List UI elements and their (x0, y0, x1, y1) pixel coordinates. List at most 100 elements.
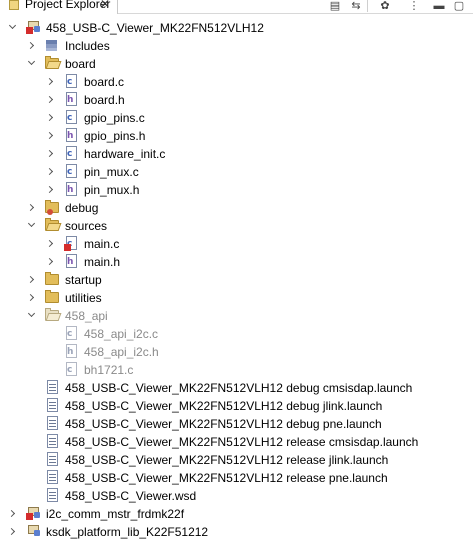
tree-item-startup[interactable]: startup (0, 271, 473, 289)
project-label: ksdk_platform_lib_K22F51212 (46, 525, 209, 539)
tree-item-file[interactable]: h pin_mux.h (0, 181, 473, 199)
tree-item-file[interactable]: c pin_mux.c (0, 163, 473, 181)
chevron-right-icon[interactable] (45, 113, 54, 122)
file-label: gpio_pins.h (84, 129, 146, 143)
launch-label: 458_USB-C_Viewer_MK22FN512VLH12 release … (65, 435, 419, 449)
utilities-label: utilities (65, 291, 102, 305)
project-explorer-header: Project Explorer ✕ ▤ ⇆ ✿ ⋮ ▬ ▢ (0, 0, 473, 14)
minimize-icon[interactable]: ▬ (433, 0, 445, 12)
tree-item-debug[interactable]: debug (0, 199, 473, 217)
folder-open-icon (45, 56, 62, 70)
library-icon (45, 38, 59, 52)
chevron-right-icon[interactable] (45, 185, 54, 194)
tree-item-launch[interactable]: 458_USB-C_Viewer_MK22FN512VLH12 debug jl… (0, 397, 473, 415)
folder-icon (45, 272, 59, 286)
h-file-icon: h (64, 254, 78, 268)
c-file-icon: c (64, 164, 78, 178)
filters-icon[interactable]: ✿ (380, 0, 390, 12)
file-icon (45, 488, 59, 502)
launch-file-icon (45, 398, 59, 412)
chevron-down-icon[interactable] (27, 309, 36, 318)
file-label: board.h (84, 93, 125, 107)
tree-item-file[interactable]: h 458_api_i2c.h (0, 343, 473, 361)
chevron-right-icon[interactable] (26, 275, 35, 284)
tree-item-project[interactable]: ksdk_platform_lib_K22F51212 (0, 523, 473, 541)
chevron-right-icon[interactable] (45, 239, 54, 248)
launch-label: 458_USB-C_Viewer_MK22FN512VLH12 debug cm… (65, 381, 413, 395)
tree-item-launch[interactable]: 458_USB-C_Viewer_MK22FN512VLH12 release … (0, 451, 473, 469)
maximize-icon[interactable]: ▢ (453, 0, 465, 12)
view-menu-icon[interactable]: ⋮ (408, 0, 420, 12)
chevron-right-icon[interactable] (45, 167, 54, 176)
close-icon[interactable]: ✕ (100, 0, 111, 11)
chevron-down-icon[interactable] (8, 21, 17, 30)
chevron-right-icon[interactable] (45, 95, 54, 104)
tab-label: Project Explorer (25, 0, 111, 11)
tree-item-launch[interactable]: 458_USB-C_Viewer_MK22FN512VLH12 release … (0, 433, 473, 451)
sources-label: sources (65, 219, 108, 233)
tree-item-file[interactable]: c hardware_init.c (0, 145, 473, 163)
file-label: bh1721.c (84, 363, 134, 377)
project-label: i2c_comm_mstr_frdmk22f (46, 507, 185, 521)
launch-label: 458_USB-C_Viewer_MK22FN512VLH12 release … (65, 453, 389, 467)
launch-file-icon (45, 470, 59, 484)
chevron-down-icon[interactable] (27, 219, 36, 228)
tree-item-board[interactable]: board (0, 55, 473, 73)
tree-item-file[interactable]: c 458_api_i2c.c (0, 325, 473, 343)
chevron-down-icon[interactable] (27, 57, 36, 66)
board-label: board (65, 57, 96, 71)
tree-item-utilities[interactable]: utilities (0, 289, 473, 307)
folder-open-icon (45, 308, 62, 322)
chevron-right-icon[interactable] (26, 293, 35, 302)
chevron-right-icon[interactable] (45, 131, 54, 140)
launch-file-icon (45, 380, 59, 394)
c-file-icon: c (64, 74, 78, 88)
tree-item-launch[interactable]: 458_USB-C_Viewer_MK22FN512VLH12 debug cm… (0, 379, 473, 397)
link-with-editor-icon[interactable]: ⇆ (351, 0, 361, 12)
chevron-right-icon[interactable] (7, 509, 16, 518)
debug-label: debug (65, 201, 99, 215)
project-label: 458_USB-C_Viewer_MK22FN512VLH12 (46, 21, 264, 35)
tree-item-launch[interactable]: 458_USB-C_Viewer_MK22FN512VLH12 release … (0, 469, 473, 487)
chevron-right-icon[interactable] (45, 149, 54, 158)
collapse-all-icon[interactable]: ▤ (329, 0, 341, 12)
launch-file-icon (45, 434, 59, 448)
h-file-icon: h (64, 92, 78, 106)
tree-item-launch[interactable]: 458_USB-C_Viewer_MK22FN512VLH12 debug pn… (0, 415, 473, 433)
chevron-right-icon[interactable] (26, 41, 35, 50)
tree-item-file[interactable]: c bh1721.c (0, 361, 473, 379)
tree-item-file[interactable]: h gpio_pins.h (0, 127, 473, 145)
tree-item-458-api[interactable]: 458_api (0, 307, 473, 325)
tree-item-includes[interactable]: Includes (0, 37, 473, 55)
tree-item-file[interactable]: c board.c (0, 73, 473, 91)
tree-item-wsd[interactable]: 458_USB-C_Viewer.wsd (0, 487, 473, 505)
chevron-right-icon[interactable] (26, 203, 35, 212)
tree-item-file[interactable]: h board.h (0, 91, 473, 109)
file-label: main.h (84, 255, 121, 269)
file-label: pin_mux.h (84, 183, 140, 197)
launch-label: 458_USB-C_Viewer_MK22FN512VLH12 debug jl… (65, 399, 383, 413)
toolbar-separator (367, 0, 368, 12)
startup-label: startup (65, 273, 102, 287)
chevron-right-icon[interactable] (7, 527, 16, 536)
wsd-label: 458_USB-C_Viewer.wsd (65, 489, 197, 503)
c-file-icon: c (64, 362, 78, 376)
project-icon (26, 506, 40, 520)
folder-open-icon (45, 218, 62, 232)
tree-item-file[interactable]: c main.c (0, 235, 473, 253)
file-label: main.c (84, 237, 120, 251)
tab-project-explorer[interactable]: Project Explorer ✕ (0, 0, 118, 14)
h-file-icon: h (64, 128, 78, 142)
includes-label: Includes (65, 39, 110, 53)
tree-item-file[interactable]: c gpio_pins.c (0, 109, 473, 127)
launch-label: 458_USB-C_Viewer_MK22FN512VLH12 release … (65, 471, 388, 485)
tree-item-project[interactable]: i2c_comm_mstr_frdmk22f (0, 505, 473, 523)
chevron-right-icon[interactable] (45, 77, 54, 86)
tree-item-project[interactable]: 458_USB-C_Viewer_MK22FN512VLH12 (0, 19, 473, 37)
chevron-right-icon[interactable] (45, 257, 54, 266)
tree-item-file[interactable]: h main.h (0, 253, 473, 271)
file-label: gpio_pins.c (84, 111, 145, 125)
tree-item-sources[interactable]: sources (0, 217, 473, 235)
launch-file-icon (45, 452, 59, 466)
